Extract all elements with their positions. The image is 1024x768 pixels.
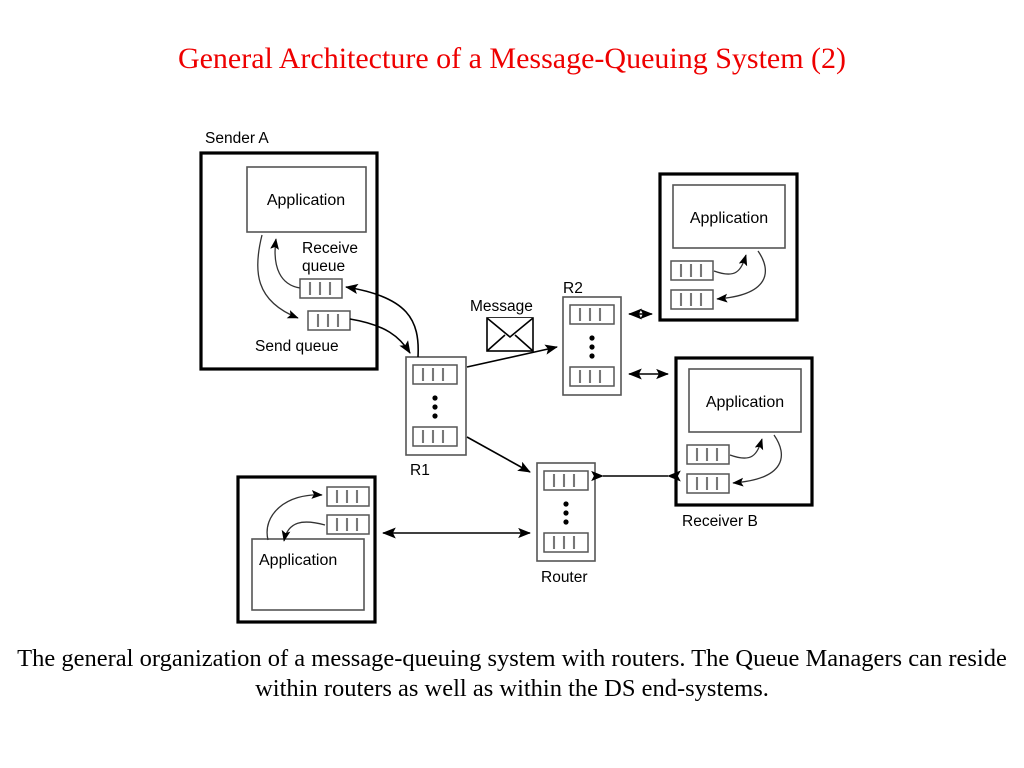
receive-queue-label-line1: Receive bbox=[302, 240, 358, 257]
link-queue-to-application-bottom-left bbox=[281, 521, 326, 542]
node-app-bottom-left[interactable]: Application bbox=[236, 475, 377, 624]
link-queue-to-application-top-right bbox=[713, 254, 748, 275]
link-application-to-send-queue bbox=[257, 234, 299, 319]
node-app-top-right[interactable]: Application bbox=[658, 172, 799, 322]
r2-ellipsis-dot bbox=[589, 344, 595, 350]
envelope-icon bbox=[486, 317, 534, 352]
slide-caption: The general organization of a message-qu… bbox=[17, 645, 1007, 702]
link-queue-to-application-receiver-b bbox=[729, 438, 764, 459]
sender-a-application-label: Application bbox=[267, 192, 345, 209]
router-bottom-queue-top[interactable] bbox=[543, 470, 589, 491]
receiver-b-queue-bottom[interactable] bbox=[686, 473, 730, 494]
message-legend: Message bbox=[470, 298, 534, 352]
architecture-diagram: Sender A Application Receive queue Send … bbox=[199, 130, 814, 624]
node-r2[interactable]: R2 bbox=[562, 280, 622, 396]
router-ellipsis-dot bbox=[563, 501, 569, 507]
app-bottom-left-application-box bbox=[251, 538, 365, 611]
sender-a-receive-queue[interactable] bbox=[299, 278, 343, 299]
app-bottom-left-application-label: Application bbox=[259, 552, 337, 569]
receiver-b-application-box bbox=[688, 368, 802, 433]
sender-a-label: Sender A bbox=[205, 130, 269, 147]
r1-ellipsis-dot bbox=[432, 404, 438, 410]
r1-label: R1 bbox=[410, 462, 430, 479]
app-top-right-application-box bbox=[672, 184, 786, 249]
link-application-to-queue-top-right bbox=[716, 250, 766, 303]
r2-label: R2 bbox=[563, 280, 583, 297]
r1-queue-top[interactable] bbox=[412, 364, 458, 385]
app-top-right-queue-bottom[interactable] bbox=[670, 289, 714, 310]
receive-queue-label-line2: queue bbox=[302, 258, 345, 275]
link-sender-a-send-queue-to-r1 bbox=[349, 318, 411, 354]
node-receiver-b[interactable]: Application Receiver B bbox=[674, 356, 814, 530]
r2-queue-bottom[interactable] bbox=[569, 366, 615, 387]
receiver-b-queue-top[interactable] bbox=[686, 444, 730, 465]
message-label: Message bbox=[470, 298, 533, 315]
router-bottom-label: Router bbox=[541, 569, 588, 586]
node-router-bottom[interactable]: Router bbox=[536, 462, 596, 586]
page-title: General Architecture of a Message-Queuin… bbox=[177, 42, 847, 75]
link-r1-to-sender-a-receive-queue bbox=[345, 283, 419, 358]
r2-ellipsis-dot bbox=[589, 335, 595, 341]
receiver-b-application-label: Application bbox=[706, 394, 784, 411]
app-bottom-left-queue-bottom[interactable] bbox=[326, 514, 370, 535]
link-r1-to-router-bottom bbox=[466, 436, 531, 473]
r1-ellipsis-dot bbox=[432, 413, 438, 419]
receiver-b-label: Receiver B bbox=[682, 513, 758, 530]
link-receive-queue-to-application bbox=[270, 238, 301, 289]
link-application-to-queue-receiver-b bbox=[732, 434, 782, 487]
app-top-right-queue-top[interactable] bbox=[670, 260, 714, 281]
r1-ellipsis-dot bbox=[432, 395, 438, 401]
router-bottom-queue-bottom[interactable] bbox=[543, 532, 589, 553]
node-sender-a[interactable]: Sender A Application Receive queue Send … bbox=[199, 130, 379, 371]
sender-a-send-queue[interactable] bbox=[307, 310, 351, 331]
r2-queue-top[interactable] bbox=[569, 304, 615, 325]
sender-a-application-box bbox=[246, 166, 367, 233]
app-top-right-application-label: Application bbox=[690, 210, 768, 227]
link-r1-to-r2 bbox=[466, 344, 558, 368]
send-queue-label: Send queue bbox=[255, 338, 339, 355]
router-ellipsis-dot bbox=[563, 510, 569, 516]
app-bottom-left-queue-top[interactable] bbox=[326, 486, 370, 507]
router-ellipsis-dot bbox=[563, 519, 569, 525]
r1-queue-bottom[interactable] bbox=[412, 426, 458, 447]
node-r1[interactable]: R1 bbox=[405, 356, 467, 479]
r2-ellipsis-dot bbox=[589, 353, 595, 359]
link-application-to-queue-bottom-left bbox=[266, 490, 323, 541]
